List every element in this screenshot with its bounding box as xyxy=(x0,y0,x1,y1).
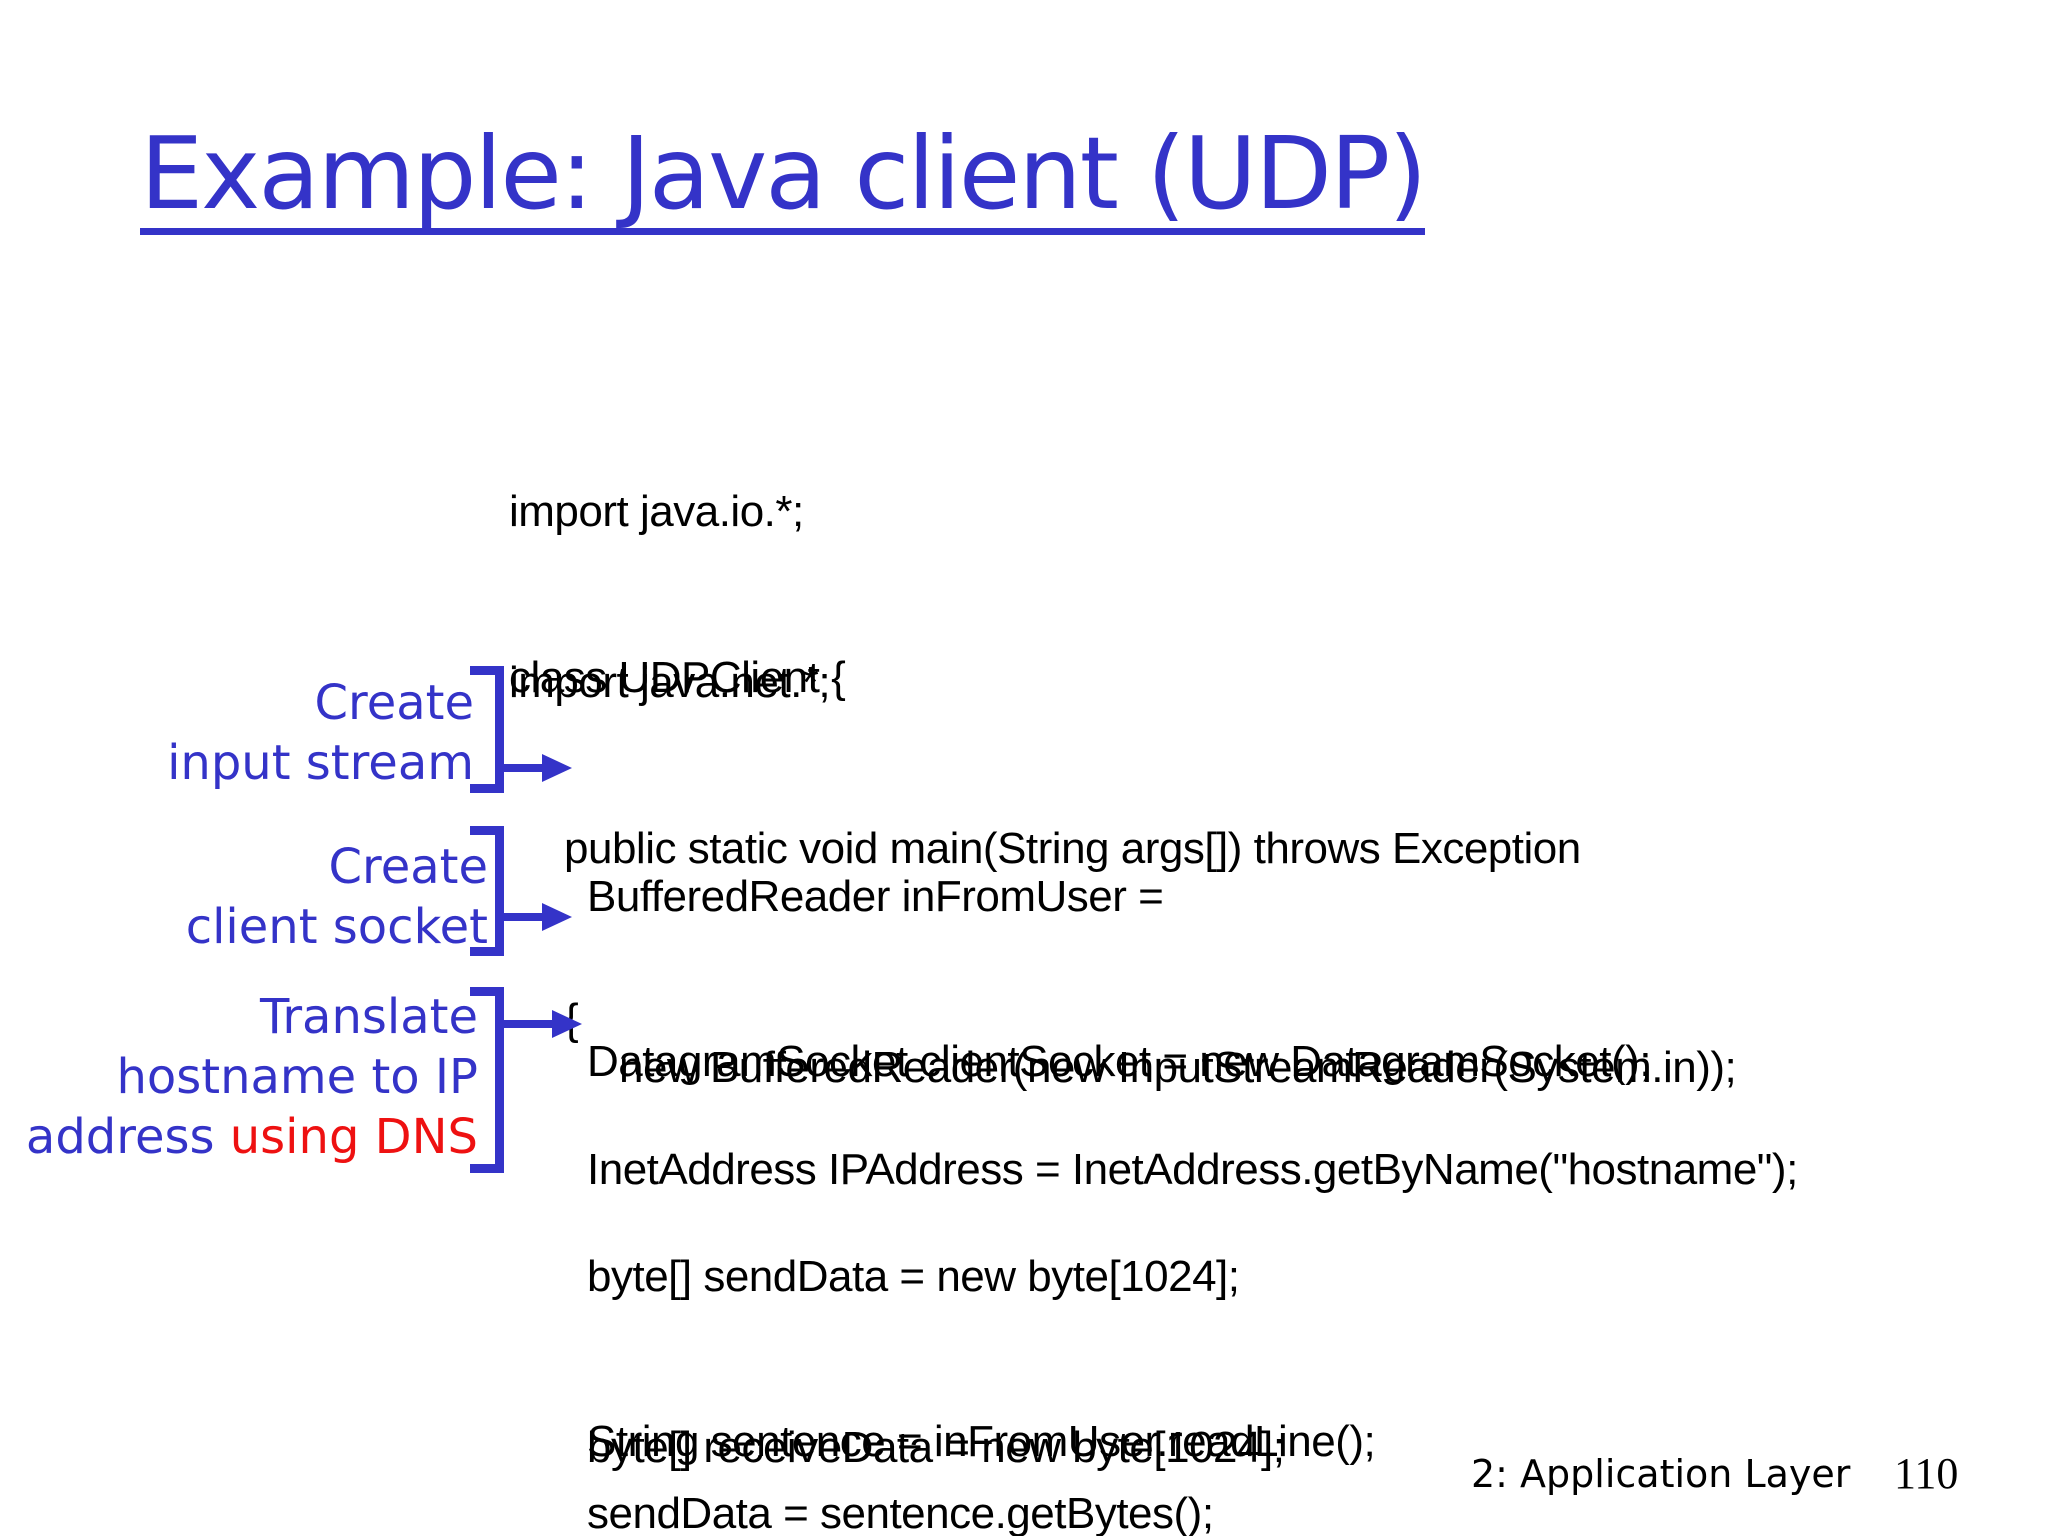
code-block-datagramsocket: DatagramSocket clientSocket = new Datagr… xyxy=(587,919,1651,1204)
annotation-line: hostname to IP xyxy=(116,1049,478,1105)
code-block-inetaddress: InetAddress IPAddress = InetAddress.getB… xyxy=(587,1027,1798,1312)
annotation-line: client socket xyxy=(185,899,488,955)
code-line-import-net: import java.net.*; xyxy=(509,658,831,707)
footer-section-label: 2: Application Layer xyxy=(1471,1452,1851,1496)
arrow-to-inetaddress xyxy=(498,1020,552,1028)
annotation-line: Create xyxy=(314,675,475,731)
code-line-receive-data: byte[] receiveData = new byte[1024]; xyxy=(587,1423,1285,1472)
code-line-class-decl: class UDPClient { xyxy=(509,653,846,702)
code-line-sentence: String sentence = inFromUser.readLine(); xyxy=(587,1417,1376,1466)
code-line-buffered-decl: BufferedReader inFromUser = xyxy=(587,872,1164,921)
code-line-import-io: import java.io.*; xyxy=(509,487,804,536)
annotation-line: Create xyxy=(328,839,489,895)
annotation-create-input-stream: Create input stream xyxy=(167,673,474,793)
footer-page-number: 110 xyxy=(1894,1449,1959,1498)
arrow-to-datagramsocket xyxy=(498,913,542,921)
code-line-inet-address: InetAddress IPAddress = InetAddress.getB… xyxy=(587,1145,1798,1194)
code-line-buffered-new: new BufferedReader(new InputStreamReader… xyxy=(619,1043,1737,1092)
code-line-datagram-socket: DatagramSocket clientSocket = new Datagr… xyxy=(587,1037,1651,1086)
annotation-create-client-socket: Create client socket xyxy=(186,837,488,957)
annotation-translate-hostname: Translate hostname to IP address using D… xyxy=(26,987,478,1167)
bracket-client-socket xyxy=(470,826,504,956)
code-block-byte-arrays: byte[] sendData = new byte[1024]; byte[]… xyxy=(587,1134,1285,1536)
page-title: Example: Java client (UDP) xyxy=(140,124,1427,235)
bracket-input-stream xyxy=(470,666,504,793)
code-line-get-bytes: sendData = sentence.getBytes(); xyxy=(587,1489,1214,1536)
code-block-imports: import java.io.*; import java.net.*; xyxy=(509,369,831,825)
code-block-getbytes: sendData = sentence.getBytes(); xyxy=(587,1371,1214,1536)
annotation-line: Translate xyxy=(260,989,478,1045)
code-block-bufferedreader: BufferedReader inFromUser = new Buffered… xyxy=(587,754,1737,1210)
bracket-translate-dns xyxy=(470,987,504,1173)
annotation-text-red: using DNS xyxy=(229,1109,478,1165)
code-block-read-sentence: String sentence = inFromUser.readLine(); xyxy=(587,1299,1376,1536)
annotation-text-blue: address xyxy=(25,1109,230,1165)
annotation-line: address using DNS xyxy=(26,1107,478,1167)
annotation-line: input stream xyxy=(167,735,474,791)
code-line-main-decl: public static void main(String args[]) t… xyxy=(564,824,1581,873)
code-block-class: class UDPClient { public static void mai… xyxy=(509,535,1581,1162)
arrow-to-bufferedreader xyxy=(498,764,542,772)
code-line-send-data: byte[] sendData = new byte[1024]; xyxy=(587,1252,1240,1301)
